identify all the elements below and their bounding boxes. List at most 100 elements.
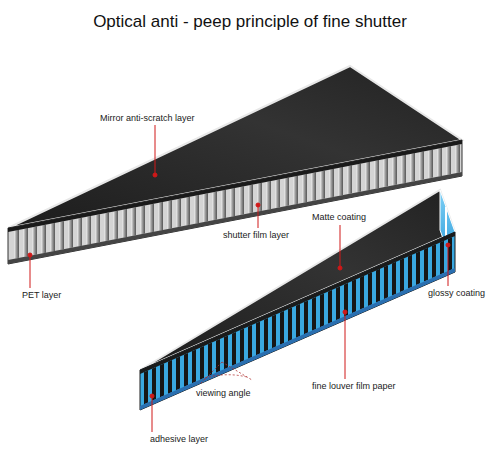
leader-line bbox=[448, 245, 449, 286]
louver-strip bbox=[160, 363, 164, 397]
louver-strip bbox=[296, 304, 300, 338]
leader-dot bbox=[153, 173, 157, 177]
louver-strip bbox=[400, 258, 404, 292]
louver-strip bbox=[336, 286, 340, 320]
louver-strip bbox=[368, 272, 372, 306]
louver-strip bbox=[86, 216, 91, 245]
louver-strip bbox=[230, 188, 235, 217]
diagram-title: Optical anti - peep principle of fine sh… bbox=[0, 12, 500, 32]
louver-strip bbox=[344, 283, 348, 317]
louver-strip bbox=[149, 204, 154, 233]
louver-strip bbox=[328, 290, 332, 324]
louver-strip bbox=[424, 248, 428, 282]
louver-strip bbox=[158, 202, 163, 231]
louver-strip bbox=[432, 244, 436, 278]
louver-strip bbox=[280, 311, 284, 345]
louver-strip bbox=[232, 332, 236, 366]
leader-line bbox=[340, 225, 341, 268]
leader-line bbox=[345, 312, 346, 379]
louver-strip bbox=[185, 197, 190, 226]
leader-dot bbox=[338, 266, 342, 270]
louver-strip bbox=[208, 342, 212, 376]
louver-strip bbox=[167, 200, 172, 229]
viewing-angle-ray bbox=[200, 362, 222, 384]
part-label: Matte coating bbox=[312, 212, 366, 223]
louver-strip bbox=[410, 153, 415, 182]
louver-strip bbox=[59, 221, 64, 250]
part-label: fine louver film paper bbox=[312, 381, 396, 392]
louver-strip bbox=[194, 195, 199, 224]
part-label: PET layer bbox=[22, 290, 61, 301]
louver-strip bbox=[203, 193, 208, 222]
louver-strip bbox=[352, 279, 356, 313]
louver-strip bbox=[376, 269, 380, 303]
leader-line bbox=[258, 205, 259, 228]
louver-strip bbox=[248, 325, 252, 359]
louver-strip bbox=[176, 356, 180, 390]
louver-strip bbox=[311, 172, 316, 201]
louver-strip bbox=[77, 218, 82, 247]
louver-strip bbox=[192, 349, 196, 383]
louver-strip bbox=[284, 178, 289, 207]
louver-strip bbox=[113, 211, 118, 240]
louver-strip bbox=[288, 307, 292, 341]
louver-strip bbox=[264, 318, 268, 352]
louver-strip bbox=[408, 255, 412, 289]
leader-dot bbox=[446, 243, 450, 247]
louver-strip bbox=[257, 183, 262, 212]
louver-strip bbox=[240, 328, 244, 362]
louver-strip bbox=[455, 144, 460, 173]
louver-strip bbox=[329, 169, 334, 198]
louver-strip bbox=[401, 155, 406, 184]
louver-strip bbox=[239, 186, 244, 215]
leader-dot bbox=[343, 310, 347, 314]
louver-strip bbox=[168, 360, 172, 394]
louver-strip bbox=[212, 191, 217, 220]
louver-strip bbox=[374, 160, 379, 189]
louver-strip bbox=[360, 276, 364, 310]
louver-strip bbox=[392, 157, 397, 186]
adhesive-layer-edge bbox=[140, 268, 455, 410]
louver-strip bbox=[23, 228, 28, 257]
louver-strip bbox=[131, 207, 136, 236]
louver-strip bbox=[347, 165, 352, 194]
louver-strip bbox=[221, 190, 226, 219]
louver-strip bbox=[320, 293, 324, 327]
louver-strip bbox=[32, 226, 37, 255]
viewing-angle-ray bbox=[222, 362, 252, 380]
louver-strip bbox=[140, 205, 145, 234]
louver-strip bbox=[448, 237, 452, 271]
louver-strip bbox=[446, 146, 451, 175]
louver-strip bbox=[428, 150, 433, 179]
matte-layer-edge bbox=[140, 232, 455, 374]
leader-dot bbox=[28, 253, 32, 257]
fine-louvers bbox=[144, 237, 452, 404]
louver-strip bbox=[416, 251, 420, 285]
viewing-angle-arc bbox=[205, 375, 247, 378]
louver-strip bbox=[184, 353, 188, 387]
leader-dot bbox=[150, 394, 154, 398]
louver-strip bbox=[216, 339, 220, 373]
louver-strip bbox=[302, 174, 307, 203]
louver-strip bbox=[392, 262, 396, 296]
part-label: adhesive layer bbox=[150, 434, 208, 445]
louver-strip bbox=[176, 198, 181, 227]
louver-strip bbox=[122, 209, 127, 238]
louver-strip bbox=[293, 176, 298, 205]
louver-strip bbox=[440, 241, 444, 275]
louver-strip bbox=[14, 230, 19, 259]
louver-strip bbox=[304, 300, 308, 334]
louver-strip bbox=[200, 346, 204, 380]
leader-line bbox=[155, 125, 156, 175]
louver-front-face bbox=[140, 232, 455, 410]
leader-line bbox=[30, 255, 31, 288]
louver-strip bbox=[95, 214, 100, 243]
louver-strip bbox=[144, 370, 148, 404]
louver-strip bbox=[248, 185, 253, 214]
leader-line bbox=[152, 396, 153, 432]
leader-dot bbox=[256, 203, 260, 207]
louver-strip bbox=[104, 212, 109, 241]
louver-strip bbox=[384, 265, 388, 299]
louver-strip bbox=[272, 314, 276, 348]
